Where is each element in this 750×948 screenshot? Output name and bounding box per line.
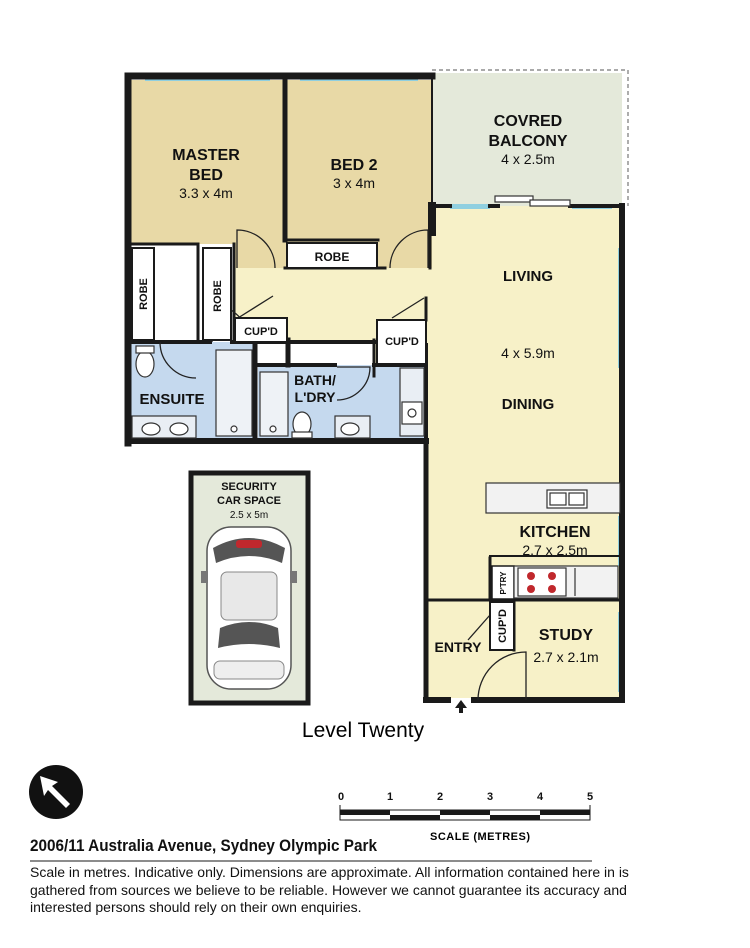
ensuite-shower	[215, 349, 253, 437]
robe-right-label: ROBE	[212, 280, 224, 312]
level-label: Level Twenty	[301, 719, 425, 742]
robe-bed2-box: ROBE	[286, 242, 378, 269]
ensuite-toilet	[135, 350, 155, 378]
master-bed-name-line1: MASTER	[172, 147, 240, 164]
cooktop	[517, 567, 567, 597]
robe-bed2-label: ROBE	[315, 250, 350, 264]
north-arrow-icon	[29, 765, 83, 819]
balcony-dashed-edge	[432, 69, 629, 206]
living-dining-size: 4 x 5.9m	[501, 345, 555, 361]
living-name: LIVING	[503, 268, 553, 285]
bed2-name: BED 2	[330, 157, 377, 174]
scale-tick-1: 1	[387, 791, 393, 803]
car-space-line2: CAR SPACE	[217, 495, 281, 507]
pantry-box: P'TRY	[491, 565, 515, 600]
ensuite-name: ENSUITE	[139, 391, 204, 408]
entry-name: ENTRY	[435, 639, 483, 655]
balcony-name-line2: BALCONY	[488, 133, 567, 150]
study-size: 2.7 x 2.1m	[533, 649, 598, 665]
cupd-hall-box: CUP'D	[234, 317, 288, 343]
scale-bar: 0 1 2 3 4 5	[338, 791, 593, 821]
cupd-bath-label: CUP'D	[385, 336, 419, 348]
balcony-size: 4 x 2.5m	[501, 151, 555, 167]
cupd-entry-label: CUP'D	[497, 609, 509, 643]
cupd-bath-box: CUP'D	[376, 319, 427, 365]
kitchen-size: 2.7 x 2.5m	[522, 542, 587, 558]
master-bed-size: 3.3 x 4m	[179, 185, 233, 201]
scale-tick-4: 4	[537, 791, 544, 803]
cupd-hall-label: CUP'D	[244, 326, 278, 338]
fixtures	[131, 345, 621, 599]
bath-name-line2: L'DRY	[295, 389, 337, 405]
bath-tub	[259, 371, 289, 437]
pantry-label: P'TRY	[499, 571, 508, 595]
study-name: STUDY	[539, 627, 594, 644]
cooktop-burners	[527, 572, 556, 593]
balcony-sliding-door	[494, 195, 571, 207]
walls	[124, 72, 625, 703]
window-balcony-left	[450, 204, 490, 209]
robe-left-box: ROBE	[131, 247, 155, 341]
balcony-floor	[432, 73, 622, 206]
scale-tick-3: 3	[487, 791, 493, 803]
kitchen-name: KITCHEN	[519, 524, 590, 541]
robe-right-box: ROBE	[202, 247, 232, 341]
car-space-line1: SECURITY	[221, 481, 277, 493]
bath-name-line1: BATH/	[294, 372, 336, 388]
scale-tick-2: 2	[437, 791, 443, 803]
balcony-name-line1: COVRED	[494, 113, 562, 130]
car-icon	[201, 526, 297, 690]
robe-left-label: ROBE	[138, 278, 150, 310]
address-text: 2006/11 Australia Avenue, Sydney Olympic…	[30, 836, 377, 855]
scale-tick-5: 5	[587, 791, 593, 803]
cupd-entry-box: CUP'D	[489, 601, 515, 651]
car-space-size: 2.5 x 5m	[230, 510, 268, 521]
bed2-size: 3 x 4m	[333, 175, 375, 191]
disclaimer-text: Scale in metres. Indicative only. Dimens…	[30, 864, 629, 915]
entry-arrow-icon	[455, 700, 467, 713]
dining-name: DINING	[502, 396, 555, 413]
scale-title: SCALE (METRES)	[430, 831, 531, 843]
master-bed-name-line2: BED	[189, 167, 223, 184]
scale-tick-0: 0	[338, 791, 344, 803]
